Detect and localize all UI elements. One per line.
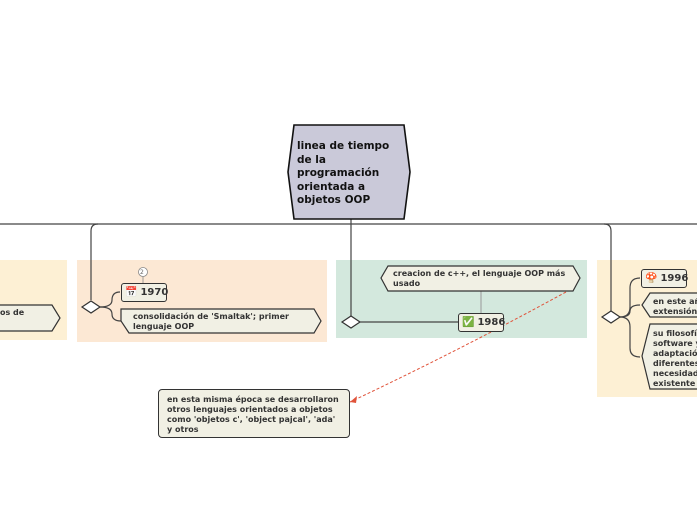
- topic-cpp[interactable]: creacion de c++, el lenguaje OOP más usa…: [393, 269, 566, 288]
- topic-smaltak[interactable]: consolidación de 'Smaltak'; primer lengu…: [133, 312, 289, 331]
- calendar-icon: 📅: [125, 287, 138, 298]
- mushroom-icon: 🍄: [645, 273, 658, 284]
- date-label: 1970: [140, 287, 169, 298]
- badge-count: 2: [140, 269, 144, 276]
- left-partial-topic[interactable]: os de: [0, 308, 25, 317]
- date-label: 1986: [477, 317, 506, 328]
- date-node-1996[interactable]: 🍄 1996: [641, 269, 689, 288]
- date-label: 1996: [660, 273, 689, 284]
- topic-extension[interactable]: en este añ extensión: [653, 297, 697, 316]
- root-topic[interactable]: linea de tiempo de la programación orien…: [297, 140, 390, 206]
- topic-philosophy[interactable]: su filosofía software y adaptación difer…: [653, 329, 697, 388]
- floating-note[interactable]: en esta misma época se desarrollaron otr…: [158, 389, 350, 438]
- date-node-1986[interactable]: ✅ 1986: [458, 313, 506, 332]
- date-node-1970[interactable]: 📅 1970: [121, 283, 169, 302]
- checkmark-icon: ✅: [462, 317, 475, 328]
